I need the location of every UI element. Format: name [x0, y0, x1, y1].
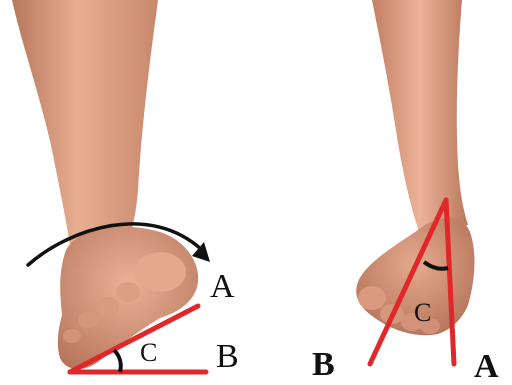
left-label-a: A — [210, 270, 235, 304]
left-toe-3 — [97, 297, 119, 315]
left-angle-arc — [114, 350, 121, 372]
left-toe-4 — [78, 312, 98, 328]
left-label-c: C — [140, 340, 157, 366]
left-label-b: B — [216, 340, 239, 374]
right-leg — [372, 0, 468, 235]
right-foot — [356, 0, 474, 335]
left-big-toe — [134, 252, 186, 292]
right-label-c: C — [414, 300, 431, 326]
right-toe-1 — [358, 286, 386, 310]
left-toe-2 — [116, 282, 140, 302]
right-label-a: A — [474, 350, 499, 384]
right-label-b: B — [312, 348, 335, 382]
left-leg — [12, 0, 158, 245]
left-foot — [12, 0, 198, 369]
left-toe-5 — [63, 329, 81, 343]
